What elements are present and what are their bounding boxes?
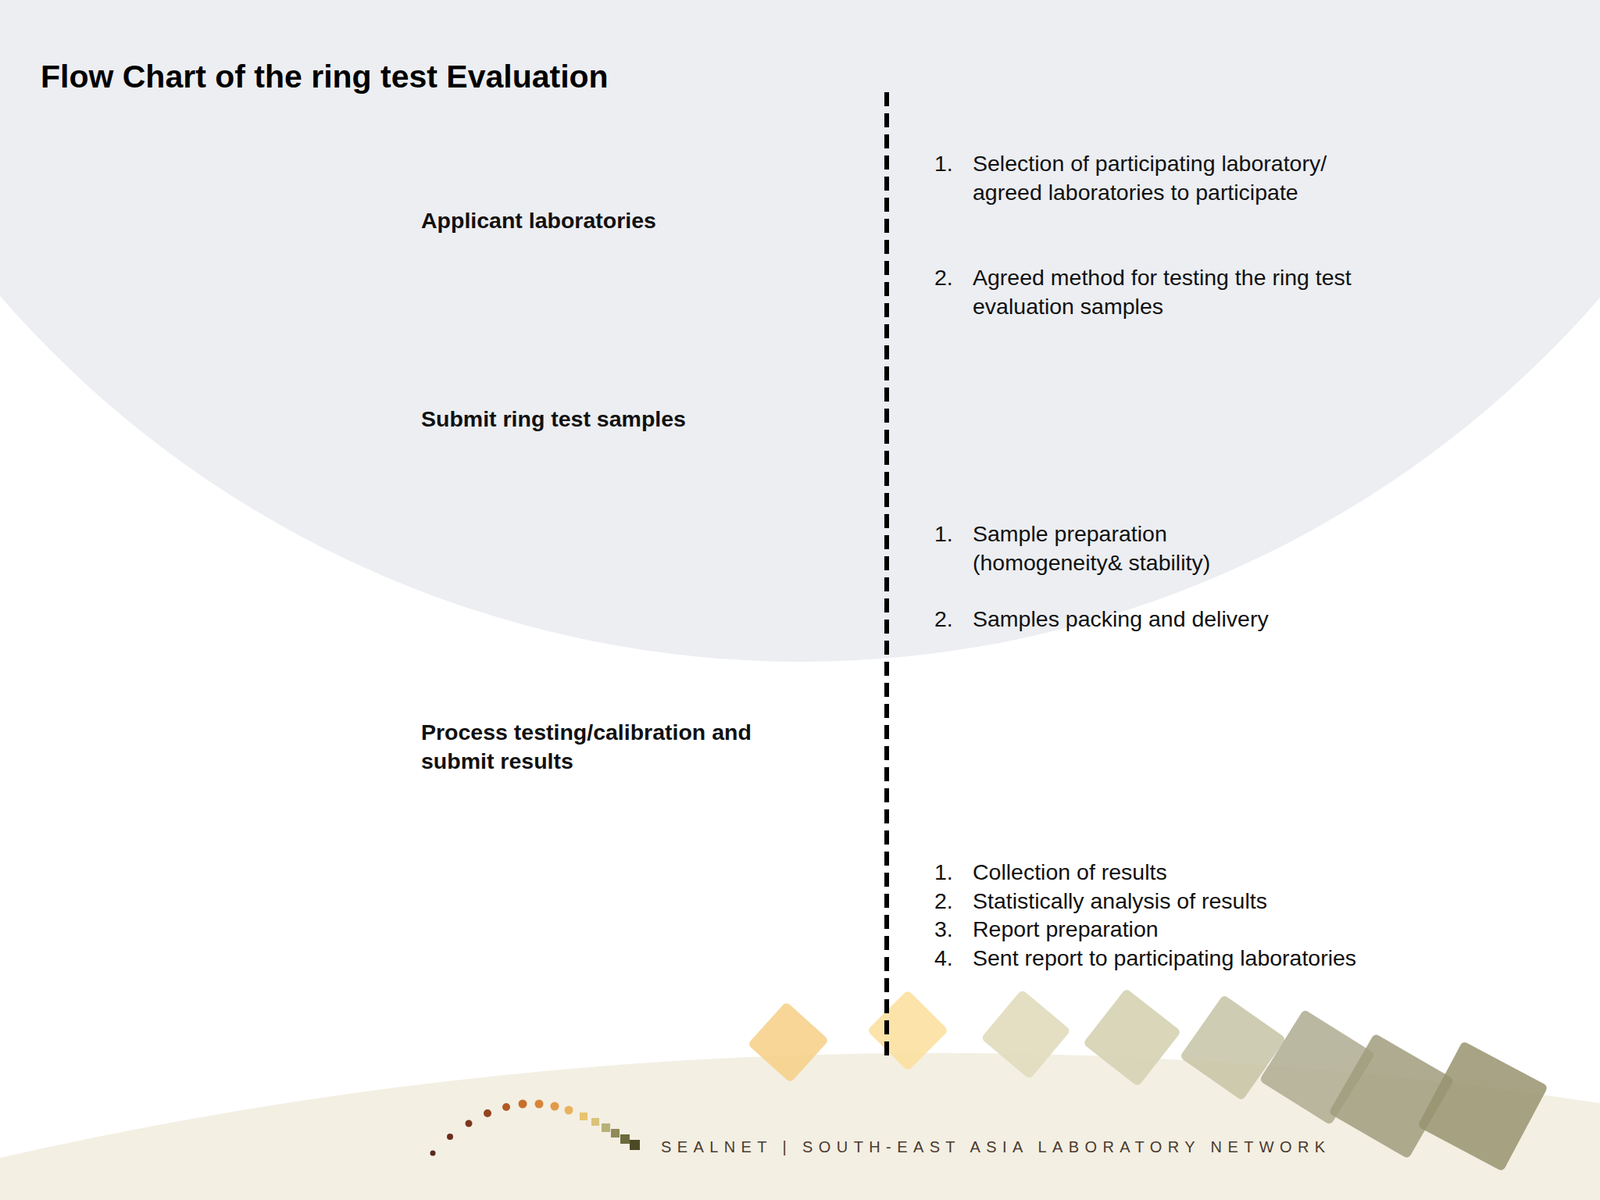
step-heading: Applicant laboratories [421,206,804,236]
list-item: Collection of results [972,857,1358,887]
list-item: Statistically analysis of results [972,886,1358,916]
background-circle [0,0,1600,662]
list-number: 4. [934,943,970,973]
list-item: Agreed method for testing the ring test … [972,263,1358,321]
slide-title: Flow Chart of the ring test Evaluation [40,57,609,97]
logo-text: SEALNET | SOUTH-EAST ASIA LABORATORY NET… [660,1138,1332,1157]
diamond [1417,1040,1549,1172]
list-number: 1. [934,149,970,179]
dashed-divider [884,92,890,1057]
diamond [980,989,1072,1080]
logo-dots [430,1100,641,1157]
list-item: Sample preparation (homogeneity& stabili… [972,519,1286,577]
diamond [747,1001,830,1084]
list-item: Sent report to participating laboratorie… [972,943,1358,973]
list-number: 2. [934,886,970,916]
list-number: 1. [934,857,970,887]
list-number: 3. [934,914,970,944]
list-number: 1. [934,519,970,549]
list-item: Report preparation [972,914,1358,944]
list-number: 2. [934,263,970,293]
diamond [867,989,950,1072]
step-heading: Process testing/calibration and submit r… [421,717,804,775]
list-item: Selection of participating laboratory/ a… [972,149,1358,207]
diamond [1082,988,1182,1087]
list-item: Samples packing and delivery [972,604,1358,634]
step-heading: Submit ring test samples [421,404,804,434]
list-number: 2. [934,604,970,634]
